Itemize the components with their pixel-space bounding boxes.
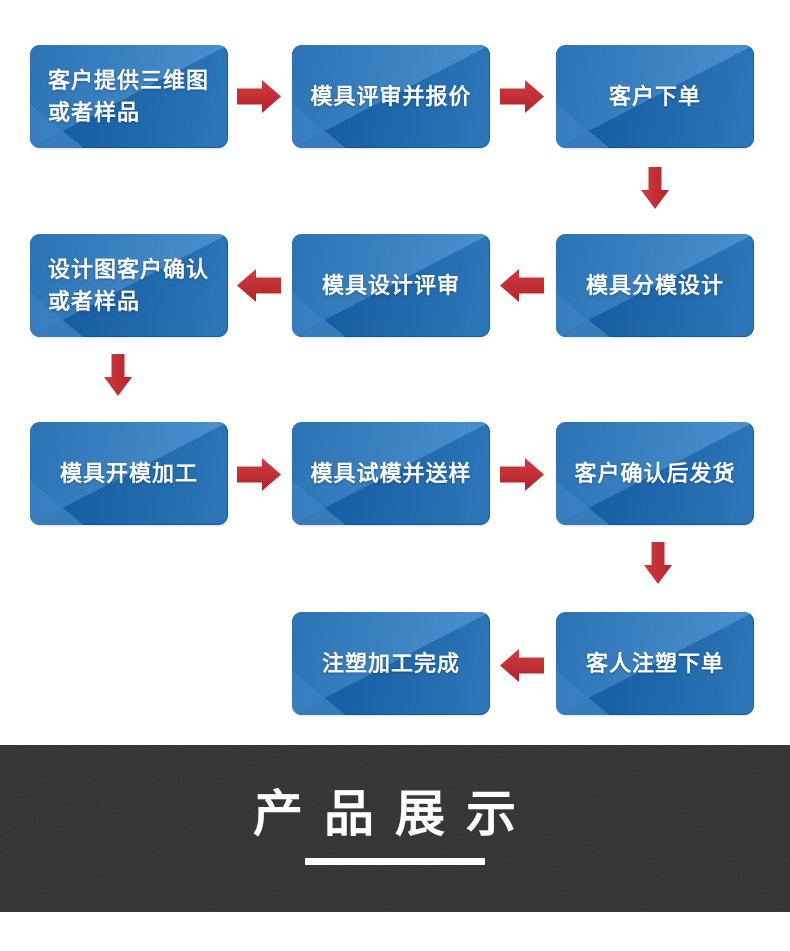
step-label: 客户下单 xyxy=(608,83,701,109)
arrow-left-icon xyxy=(500,649,544,682)
arrow-down-icon xyxy=(104,354,132,396)
arrow-right-icon xyxy=(237,458,281,491)
arrow-left-icon xyxy=(237,269,281,302)
arrow-down-icon xyxy=(641,167,669,209)
step-mold-review-quote: 模具评审并报价 xyxy=(292,45,490,148)
product-display-banner: 产品展示 xyxy=(0,745,790,912)
arrow-right-icon xyxy=(237,80,281,113)
banner-underline xyxy=(305,858,485,865)
step-mold-design-review: 模具设计评审 xyxy=(292,234,490,337)
step-design-confirm: 设计图客户确认 或者样品 xyxy=(30,234,228,337)
arrow-right-icon xyxy=(500,458,544,491)
arrow-right-icon xyxy=(500,80,544,113)
step-label: 客户确认后发货 xyxy=(574,460,736,486)
banner-title: 产品展示 xyxy=(253,786,537,842)
step-label: 客人注塑下单 xyxy=(585,650,724,676)
step-mold-trial-sample: 模具试模并送样 xyxy=(292,422,490,525)
step-label: 模具开模加工 xyxy=(59,460,198,486)
step-customer-3d-sample: 客户提供三维图 或者样品 xyxy=(30,45,228,148)
step-label: 模具试模并送样 xyxy=(310,460,472,486)
step-label: 模具分模设计 xyxy=(585,272,724,298)
step-ship-after-confirm: 客户确认后发货 xyxy=(556,422,754,525)
arrow-left-icon xyxy=(500,269,544,302)
step-label: 客户提供三维图 或者样品 xyxy=(48,67,210,125)
grain-texture xyxy=(0,745,790,912)
step-injection-order: 客人注塑下单 xyxy=(556,612,754,715)
step-label: 注塑加工完成 xyxy=(321,650,460,676)
step-customer-order: 客户下单 xyxy=(556,45,754,148)
arrow-down-icon xyxy=(644,542,672,584)
step-injection-complete: 注塑加工完成 xyxy=(292,612,490,715)
step-label: 模具设计评审 xyxy=(321,272,460,298)
step-label: 设计图客户确认 或者样品 xyxy=(48,256,210,314)
step-label: 模具评审并报价 xyxy=(310,83,472,109)
step-mold-parting-design: 模具分模设计 xyxy=(556,234,754,337)
step-mold-machining: 模具开模加工 xyxy=(30,422,228,525)
